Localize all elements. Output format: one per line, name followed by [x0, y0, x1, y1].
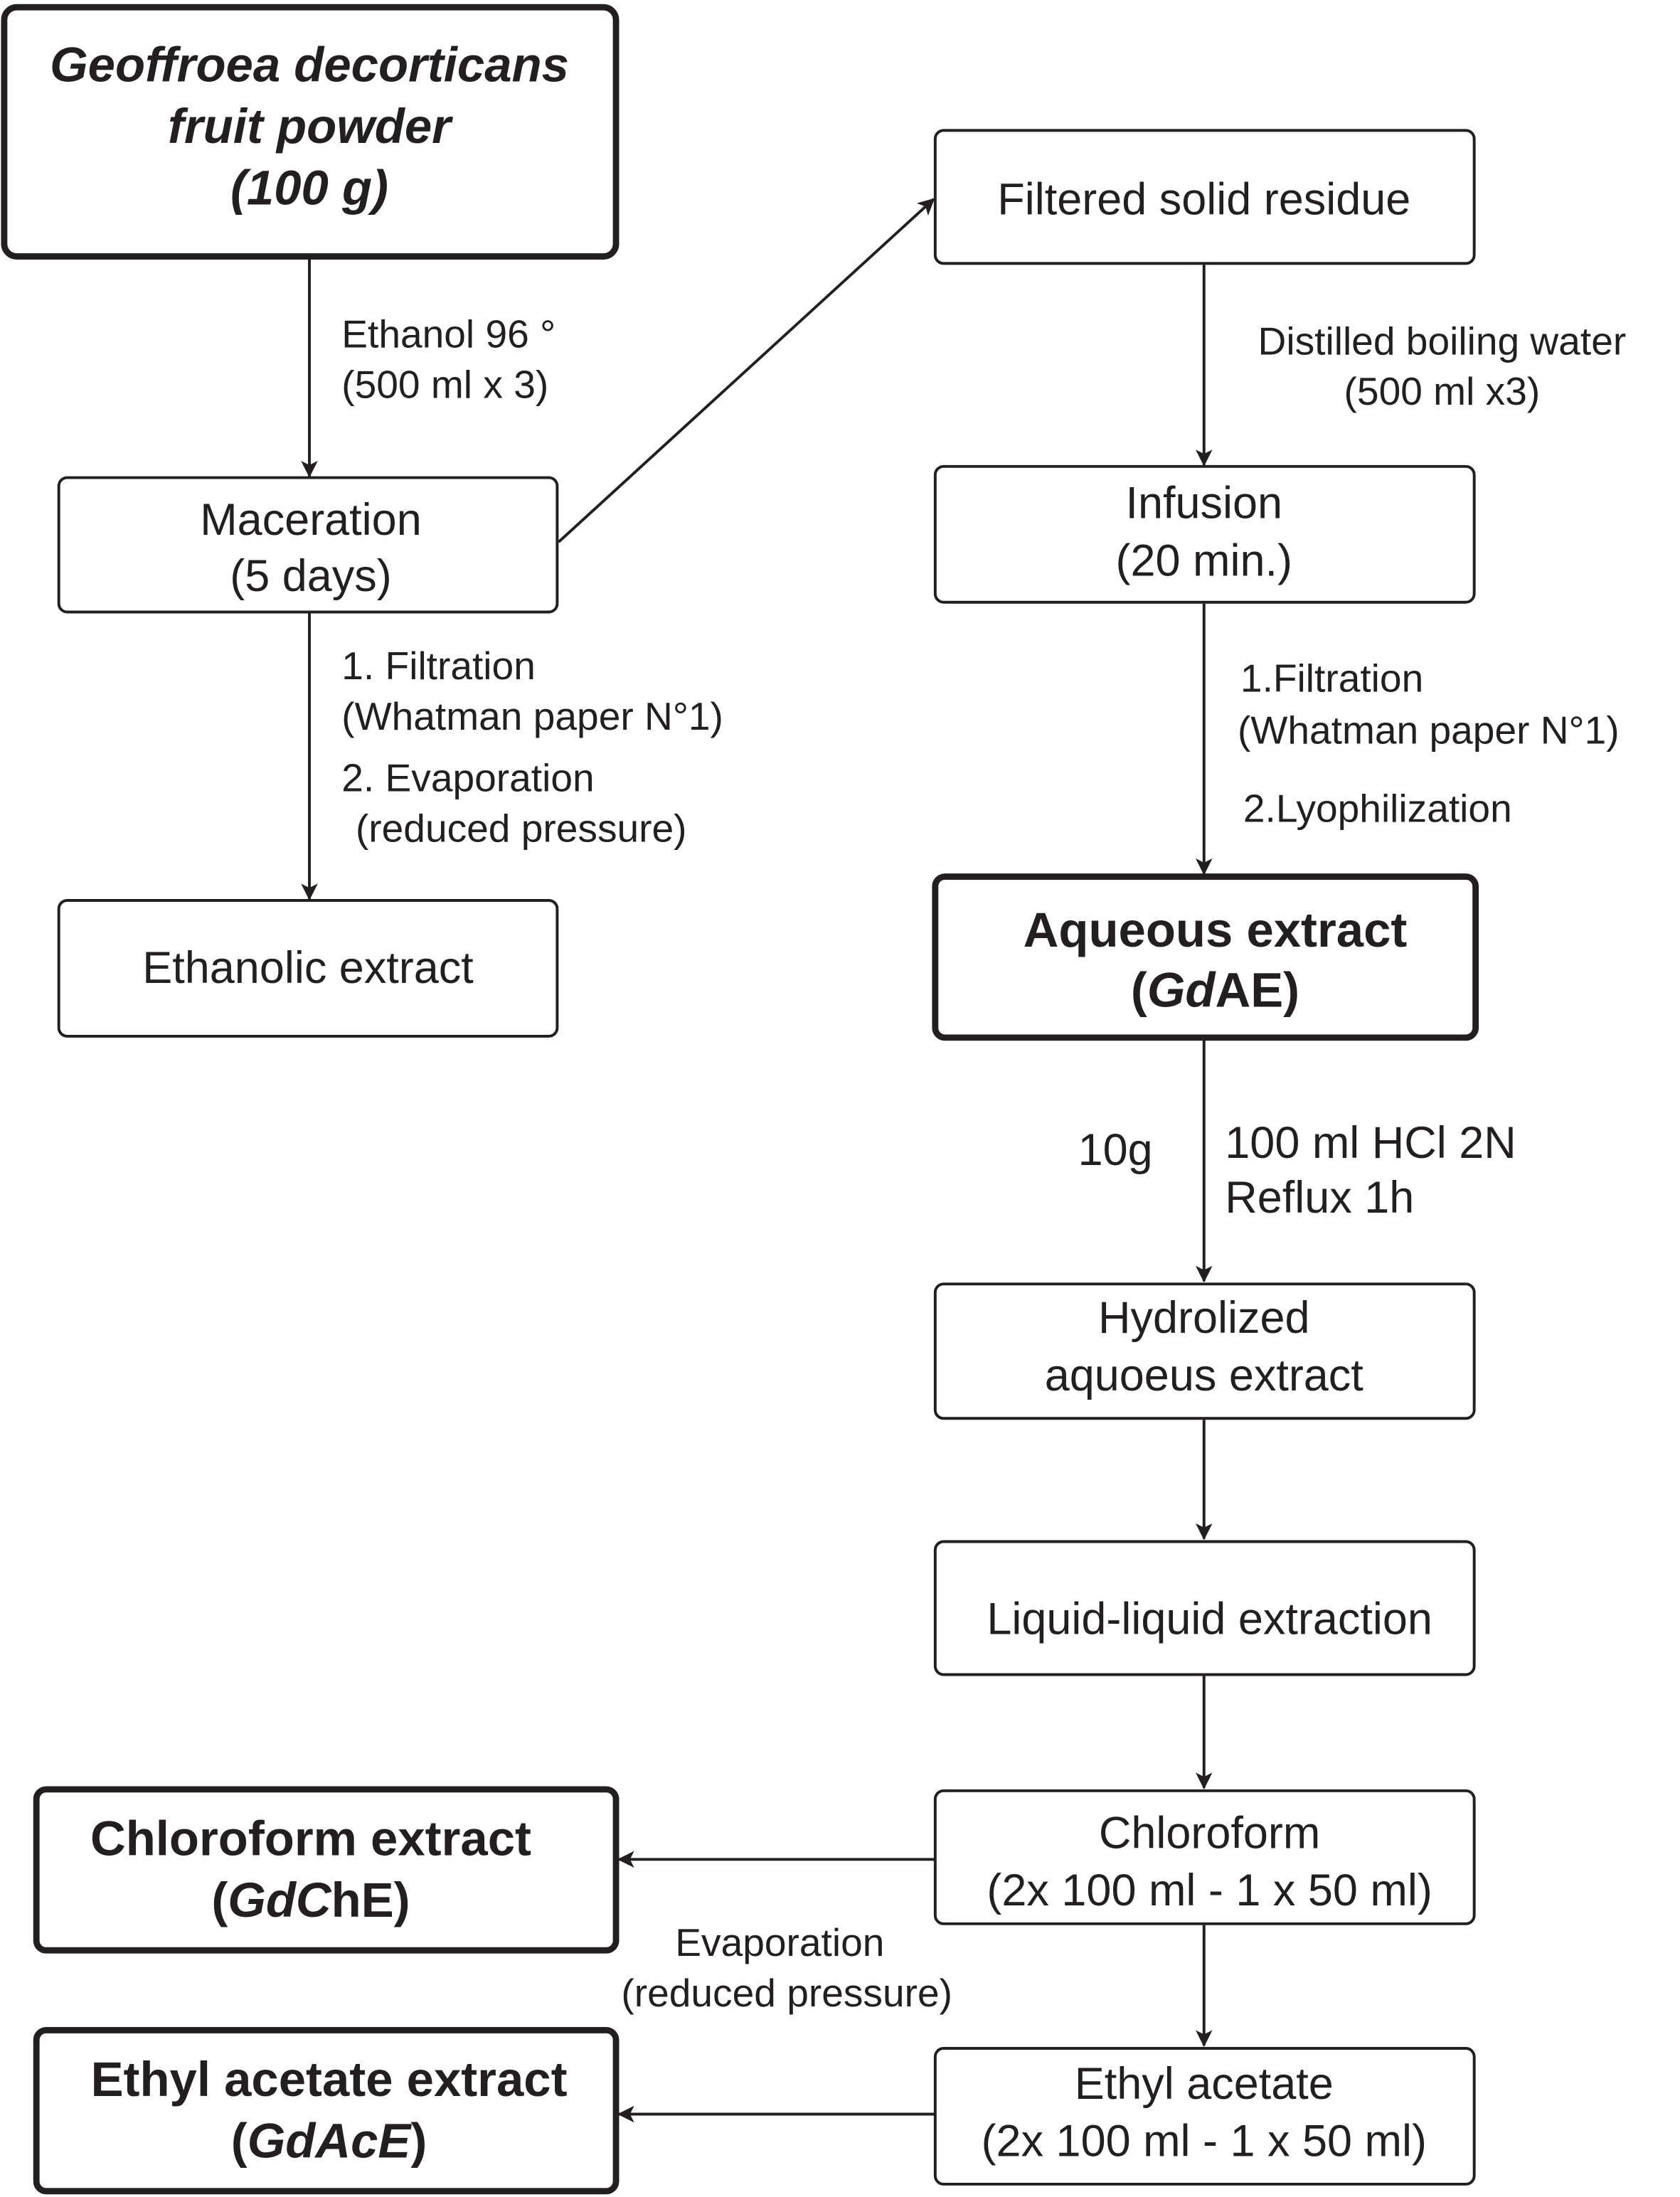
label-right-process-3: 2.Lyophilization — [1243, 787, 1512, 831]
label-right-process-2: (Whatman paper N°1) — [1238, 708, 1620, 752]
label-water-2: (500 ml x3) — [1344, 369, 1541, 413]
node-aqueous-extract-line2: (GdAE) — [1131, 963, 1299, 1018]
node-ethanolic-extract-label: Ethanolic extract — [142, 943, 474, 993]
label-left-process-3: 2. Evaporation — [341, 755, 594, 799]
node-chloroform-extract: Chloroform extract (GdChE) — [33, 1786, 620, 1954]
node-start-line2: fruit powder — [168, 99, 453, 154]
label-left-process-1: 1. Filtration — [341, 644, 536, 688]
node-aqueous-extract: Aqueous extract (GdAE) — [932, 873, 1479, 1041]
node-start: Geoffroea decorticans fruit powder (100 … — [1, 4, 620, 260]
node-chloroform-extract-line2: (GdChE) — [211, 1873, 410, 1927]
node-ethyl-acetate-extract-line1: Ethyl acetate extract — [91, 2052, 568, 2107]
node-liquid-liquid-label: Liquid-liquid extraction — [987, 1594, 1432, 1644]
node-chloroform: Chloroform (2x 100 ml - 1 x 50 ml) — [933, 1789, 1476, 1925]
label-right-process-1: 1.Filtration — [1240, 656, 1423, 701]
label-ethanol-1: Ethanol 96 ° — [341, 312, 555, 356]
node-maceration-line1: Maceration — [200, 495, 422, 545]
node-filtered-residue: Filtered solid residue — [933, 129, 1476, 265]
node-liquid-liquid: Liquid-liquid extraction — [933, 1540, 1476, 1676]
label-ethanol-2: (500 ml x 3) — [341, 362, 548, 406]
node-chloroform-line1: Chloroform — [1099, 1809, 1320, 1858]
node-hydrolized: Hydrolized aquoeus extract — [933, 1282, 1476, 1420]
label-hydrolysis-2: Reflux 1h — [1225, 1173, 1414, 1223]
node-ethyl-acetate-extract-line2: (GdAcE) — [231, 2114, 427, 2169]
node-ethyl-acetate-line1: Ethyl acetate — [1075, 2059, 1334, 2109]
node-filtered-residue-label: Filtered solid residue — [997, 174, 1410, 224]
node-hydrolized-line1: Hydrolized — [1098, 1293, 1309, 1343]
label-left-process-4: (reduced pressure) — [356, 806, 687, 850]
node-chloroform-line2: (2x 100 ml - 1 x 50 ml) — [987, 1866, 1432, 1915]
node-ethanolic-extract: Ethanolic extract — [57, 899, 559, 1038]
arrow-maceration-to-residue — [558, 198, 935, 543]
node-maceration: Maceration (5 days) — [57, 476, 559, 614]
node-chloroform-extract-line1: Chloroform extract — [90, 1811, 531, 1866]
node-maceration-line2: (5 days) — [230, 551, 391, 601]
node-start-line3: (100 g) — [230, 161, 388, 216]
node-ethyl-acetate-line2: (2x 100 ml - 1 x 50 ml) — [982, 2117, 1427, 2166]
edge-labels: Ethanol 96 ° (500 ml x 3) Distilled boil… — [341, 312, 1626, 2014]
node-infusion-line2: (20 min.) — [1116, 536, 1292, 585]
node-aqueous-extract-line1: Aqueous extract — [1024, 903, 1408, 957]
label-evaporation-2: (reduced pressure) — [621, 1971, 952, 2015]
arrows — [301, 198, 1213, 2123]
node-ethyl-acetate: Ethyl acetate (2x 100 ml - 1 x 50 ml) — [933, 2047, 1476, 2186]
node-infusion: Infusion (20 min.) — [933, 464, 1476, 604]
label-evaporation-1: Evaporation — [675, 1920, 884, 1964]
label-hydrolysis-1: 100 ml HCl 2N — [1225, 1118, 1516, 1168]
node-infusion-line1: Infusion — [1125, 479, 1282, 528]
node-hydrolized-line2: aquoeus extract — [1045, 1351, 1364, 1400]
node-start-line1: Geoffroea decorticans — [50, 38, 569, 92]
label-amount: 10g — [1078, 1125, 1153, 1175]
label-left-process-2: (Whatman paper N°1) — [341, 694, 723, 738]
label-water-1: Distilled boiling water — [1258, 319, 1627, 363]
node-ethyl-acetate-extract: Ethyl acetate extract (GdAcE) — [33, 2026, 620, 2195]
